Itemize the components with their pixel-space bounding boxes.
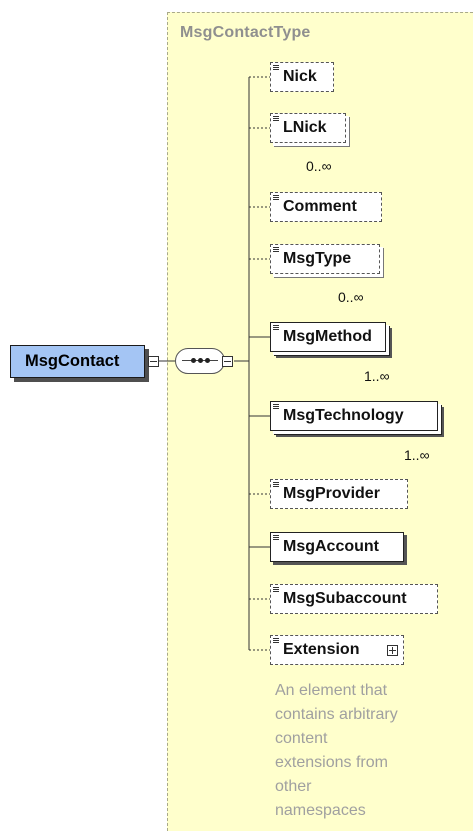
extension-documentation: An element that contains arbitrary conte… — [275, 682, 398, 819]
expand-plus-icon[interactable] — [387, 645, 398, 656]
element-doc-icon — [273, 535, 279, 544]
collapse-icon[interactable] — [148, 356, 159, 367]
element-nick[interactable]: Nick — [270, 62, 334, 92]
element-doc-icon — [273, 195, 279, 204]
element-doc-icon — [273, 247, 279, 256]
root-element[interactable]: MsgContact — [10, 345, 145, 378]
sequence-dot-icon — [205, 358, 210, 363]
sequence-compositor[interactable] — [175, 348, 225, 374]
element-comment[interactable]: Comment — [270, 192, 382, 222]
element-msgtype[interactable]: MsgType — [270, 244, 380, 274]
element-msgmethod[interactable]: MsgMethod — [270, 322, 386, 352]
occurrence-label: 1..∞ — [364, 368, 390, 384]
element-doc-icon — [273, 482, 279, 491]
element-msgaccount[interactable]: MsgAccount — [270, 532, 404, 562]
element-doc-icon — [273, 587, 279, 596]
element-doc-icon — [273, 325, 279, 334]
occurrence-label: 1..∞ — [404, 447, 430, 463]
element-doc-icon — [273, 404, 279, 413]
element-doc-icon — [273, 65, 279, 74]
collapse-icon[interactable] — [222, 356, 233, 367]
element-extension[interactable]: Extension — [270, 635, 404, 665]
type-title: MsgContactType — [180, 24, 311, 41]
sequence-dot-icon — [191, 358, 196, 363]
element-msgsubaccount[interactable]: MsgSubaccount — [270, 584, 438, 614]
sequence-dot-icon — [198, 358, 203, 363]
element-lnick[interactable]: LNick — [270, 113, 346, 143]
occurrence-label: 0..∞ — [306, 158, 332, 174]
occurrence-label: 0..∞ — [338, 289, 364, 305]
element-msgtechnology[interactable]: MsgTechnology — [270, 401, 438, 431]
element-doc-icon — [273, 116, 279, 125]
element-doc-icon — [273, 638, 279, 647]
element-msgprovider[interactable]: MsgProvider — [270, 479, 408, 509]
